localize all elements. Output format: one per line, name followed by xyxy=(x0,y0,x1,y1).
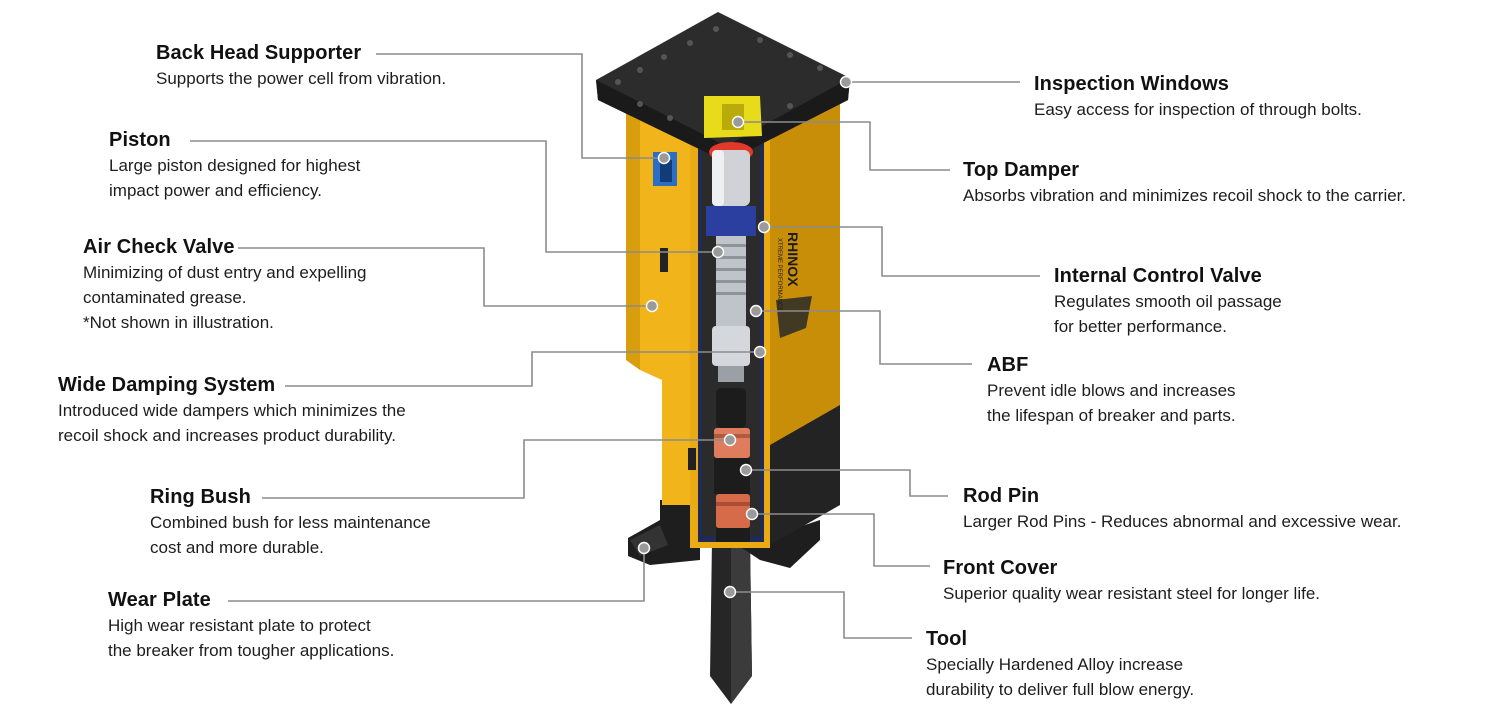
tool-chisel xyxy=(710,540,752,704)
leader-abf xyxy=(756,310,972,365)
callout-desc: Easy access for inspection of through bo… xyxy=(1034,100,1362,119)
anchor-tool xyxy=(723,585,737,599)
lower-bushes xyxy=(714,388,750,542)
anchor-ring-bush xyxy=(723,433,737,447)
callout-inspection-windows: Inspection Windows Easy access for inspe… xyxy=(1034,71,1362,122)
anchor-abf xyxy=(749,304,763,318)
callout-title: Tool xyxy=(926,628,968,650)
callout-title: Air Check Valve xyxy=(83,236,235,258)
anchor-inspection-windows xyxy=(839,75,853,89)
piston-assembly xyxy=(706,142,756,382)
callout-ring-bush: Ring Bush Combined bush for less mainten… xyxy=(150,484,431,560)
callout-desc: Minimizing of dust entry and expelling c… xyxy=(83,263,367,332)
anchor-wear-plate xyxy=(637,541,651,555)
callout-desc: Larger Rod Pins - Reduces abnormal and e… xyxy=(963,512,1402,531)
callout-rod-pin: Rod Pin Larger Rod Pins - Reduces abnorm… xyxy=(963,483,1401,534)
callout-desc: Introduced wide dampers which minimizes … xyxy=(58,401,406,445)
callout-title: Wear Plate xyxy=(108,589,211,611)
callout-tool: Tool Specially Hardened Alloy increase d… xyxy=(926,626,1194,702)
callout-desc: Supports the power cell from vibration. xyxy=(156,69,447,88)
leader-wear-plate xyxy=(228,548,645,602)
anchor-top-damper xyxy=(731,115,745,129)
leader-internal-control-valve xyxy=(764,226,1040,277)
leader-top-damper xyxy=(738,121,950,171)
leader-rod-pin xyxy=(746,469,948,497)
callout-desc: Combined bush for less maintenance cost … xyxy=(150,513,431,557)
callout-front-cover: Front Cover Superior quality wear resist… xyxy=(943,555,1320,606)
callout-title: Back Head Supporter xyxy=(156,42,362,64)
callout-desc: Regulates smooth oil passage for better … xyxy=(1054,292,1282,336)
callout-air-check-valve: Air Check Valve Minimizing of dust entry… xyxy=(83,234,366,335)
callout-top-damper: Top Damper Absorbs vibration and minimiz… xyxy=(963,157,1406,208)
anchor-wide-damping-system xyxy=(753,345,767,359)
leader-tool xyxy=(730,591,912,639)
leader-front-cover xyxy=(752,513,930,567)
callout-wide-damping-system: Wide Damping System Introduced wide damp… xyxy=(58,372,406,448)
callout-title: Internal Control Valve xyxy=(1054,265,1262,287)
callout-piston: Piston Large piston designed for highest… xyxy=(109,127,360,203)
leader-ring-bush xyxy=(262,439,730,499)
callout-desc: Specially Hardened Alloy increase durabi… xyxy=(926,655,1195,699)
callout-title: Wide Damping System xyxy=(58,374,276,396)
anchor-front-cover xyxy=(745,507,759,521)
callout-desc: Absorbs vibration and minimizes recoil s… xyxy=(963,186,1407,205)
anchor-back-head-supporter xyxy=(657,151,671,165)
anchor-air-check-valve xyxy=(645,299,659,313)
callout-title: Ring Bush xyxy=(150,486,251,508)
anchor-rod-pin xyxy=(739,463,753,477)
leader-air-check-valve xyxy=(238,247,652,307)
callout-title: Piston xyxy=(109,129,171,151)
callout-title: ABF xyxy=(987,354,1029,376)
callout-title: Rod Pin xyxy=(963,485,1040,507)
callout-desc: High wear resistant plate to protect the… xyxy=(108,616,395,660)
callout-desc: Prevent idle blows and increases the lif… xyxy=(987,381,1236,425)
callout-desc: Large piston designed for highest impact… xyxy=(109,156,361,200)
svg-text:RHINOX: RHINOX xyxy=(785,232,801,287)
leader-wide-damping-system xyxy=(285,351,760,387)
anchor-piston xyxy=(711,245,725,259)
leader-piston xyxy=(190,140,718,253)
anchor-internal-control-valve xyxy=(757,220,771,234)
rhinox-logo: RHINOX XTREME PERFORMANCE xyxy=(776,232,812,338)
leader-back-head-supporter xyxy=(376,53,664,159)
callout-back-head-supporter: Back Head Supporter Supports the power c… xyxy=(156,40,446,91)
callout-title: Front Cover xyxy=(943,557,1058,579)
svg-text:XTREME PERFORMANCE: XTREME PERFORMANCE xyxy=(776,238,782,311)
callout-internal-control-valve: Internal Control Valve Regulates smooth … xyxy=(1054,263,1282,339)
callout-desc: Superior quality wear resistant steel fo… xyxy=(943,584,1321,603)
callout-wear-plate: Wear Plate High wear resistant plate to … xyxy=(108,587,394,663)
callout-title: Top Damper xyxy=(963,159,1080,181)
callout-title: Inspection Windows xyxy=(1034,73,1229,95)
callout-abf: ABF Prevent idle blows and increases the… xyxy=(987,352,1236,428)
